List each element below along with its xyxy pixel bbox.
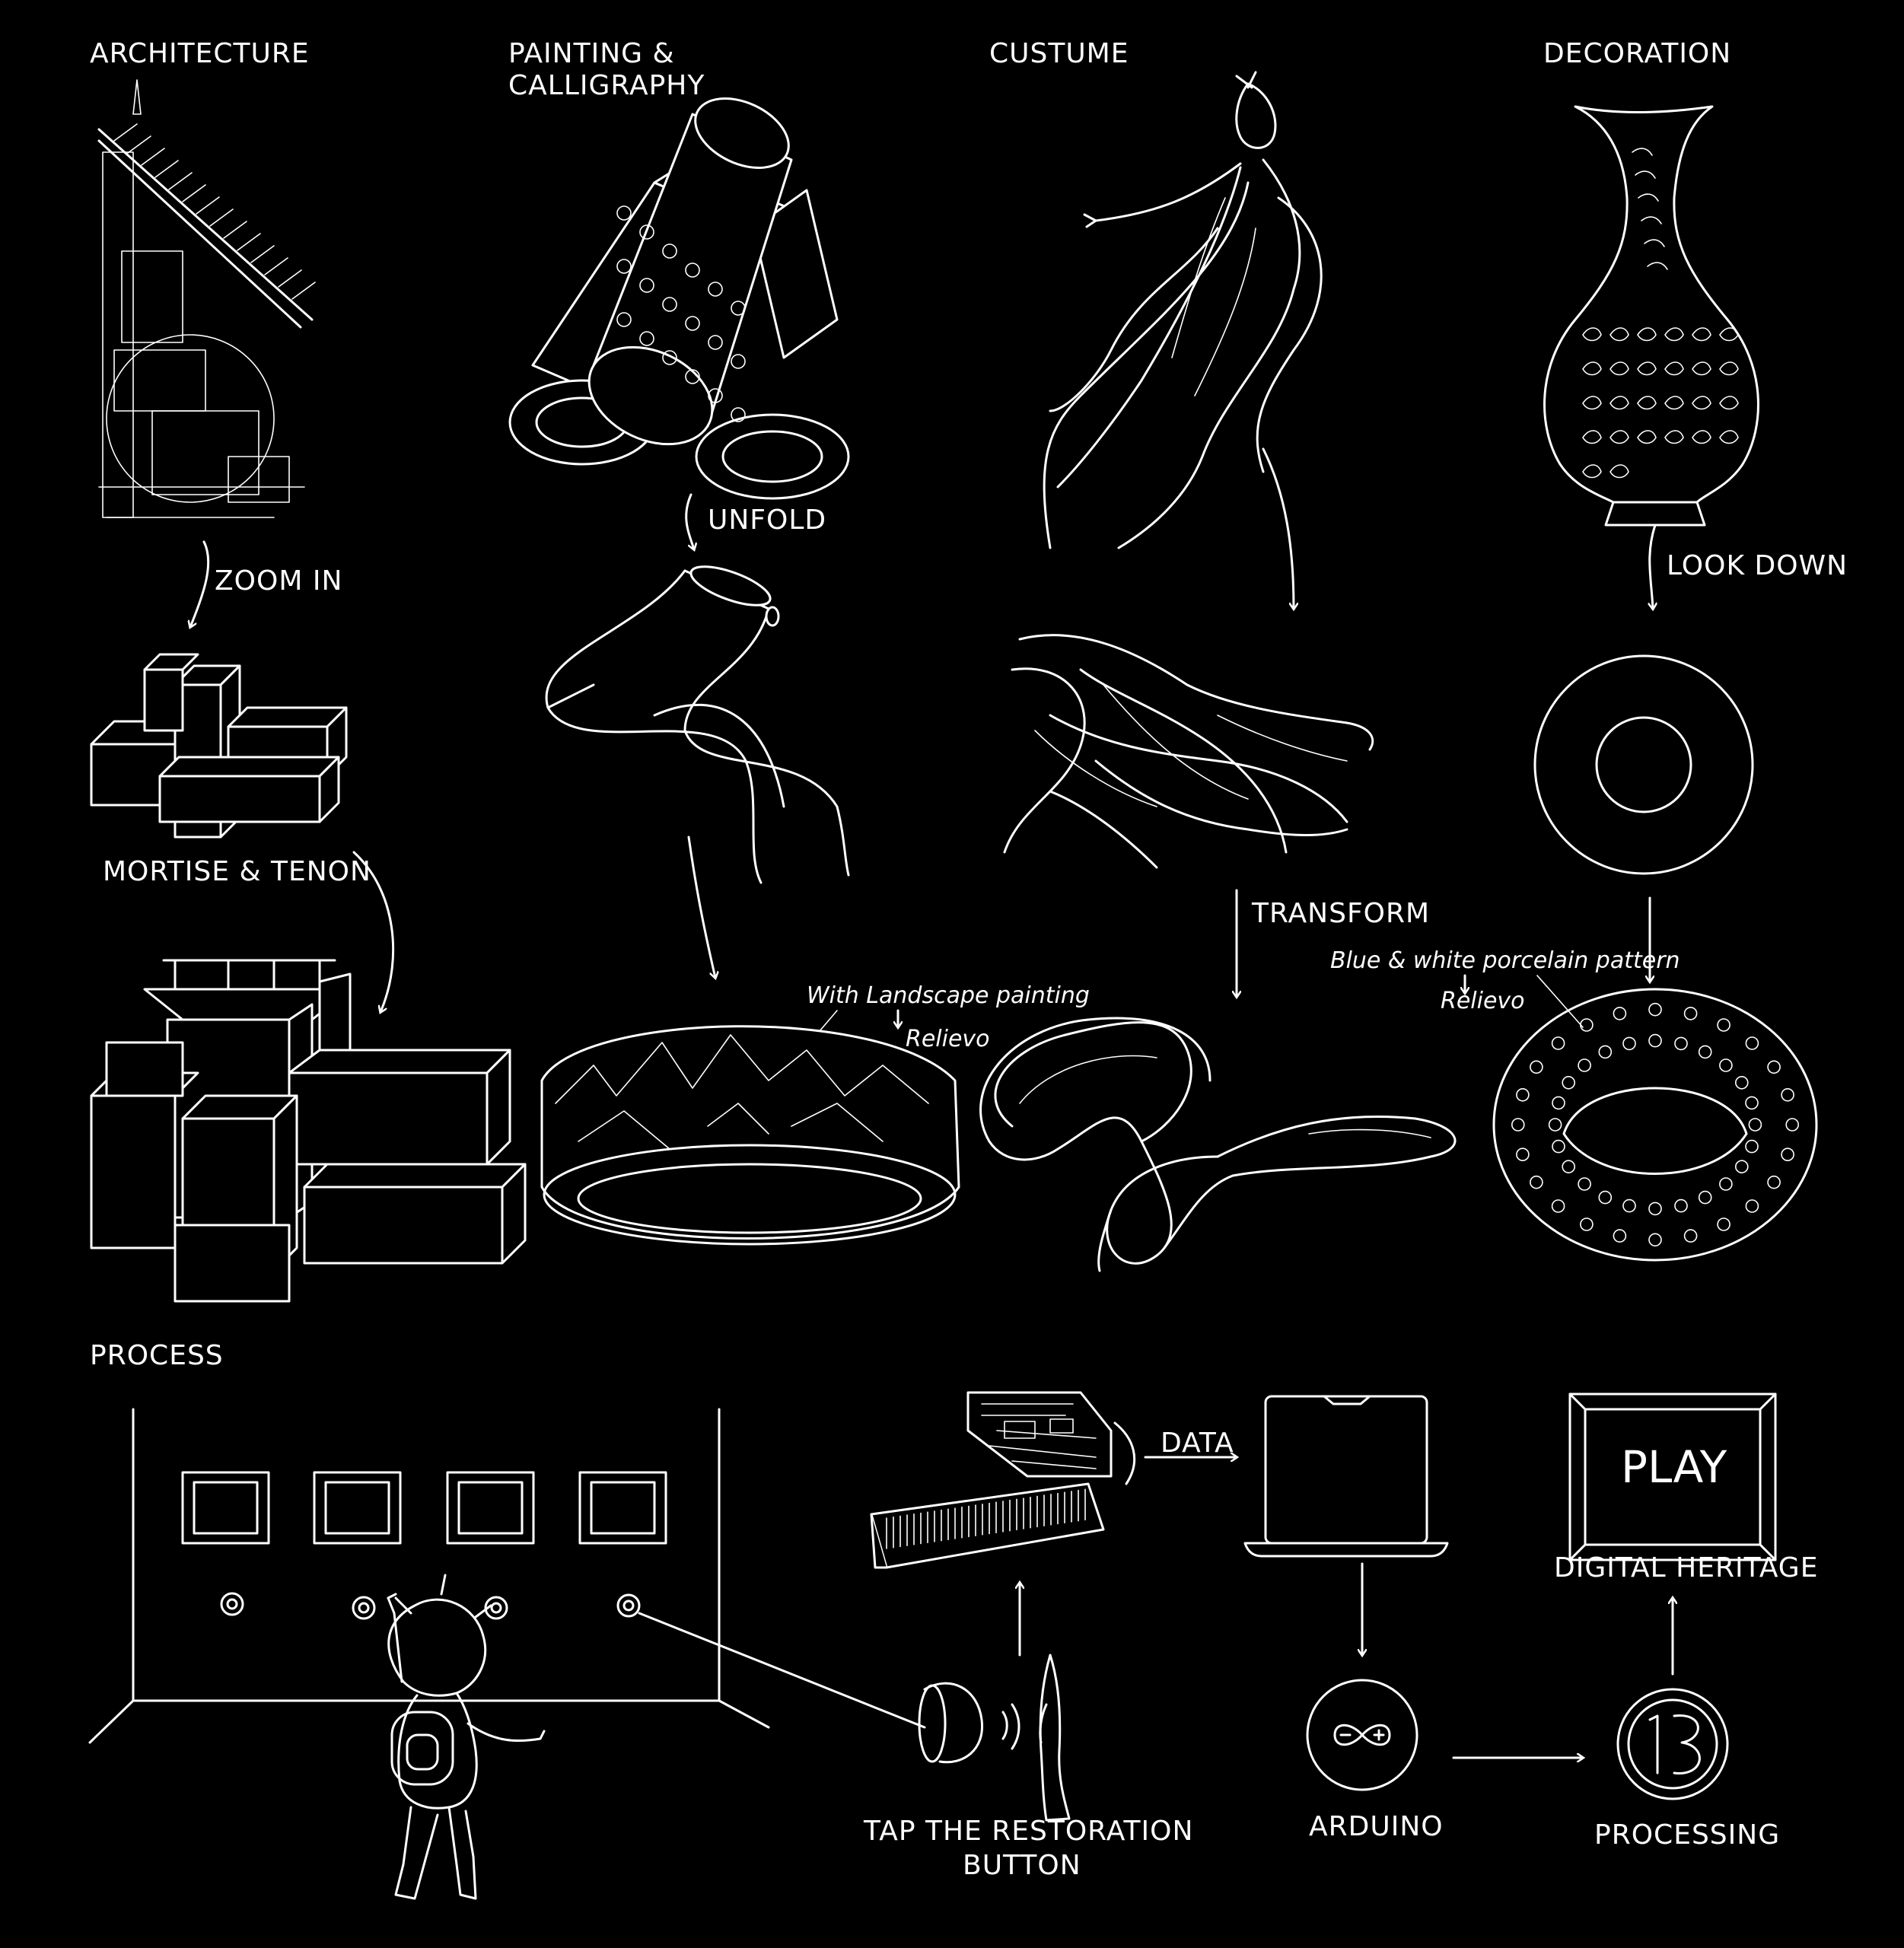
flying-apsara-figure xyxy=(1043,71,1323,549)
flowing-drapery xyxy=(1003,634,1374,869)
transform-label: TRANSFORM xyxy=(1251,898,1430,929)
temple-bracket-sketch xyxy=(97,79,316,518)
unfold-arrow xyxy=(685,493,694,549)
digital-heritage-label: DIGITAL HERITAGE xyxy=(1554,1552,1818,1584)
wall-button-1 xyxy=(220,1592,244,1616)
figure-to-drapery-arrow xyxy=(1262,447,1294,609)
decoration-note-line1: Blue & white porcelain pattern xyxy=(1330,947,1680,974)
ribbon-loop-sculpture xyxy=(979,1017,1457,1272)
zoom-in-arrow xyxy=(190,540,210,627)
laptop-icon xyxy=(1243,1395,1449,1558)
arduino-board-sketch xyxy=(966,1391,1113,1478)
breadboard-sketch xyxy=(870,1482,1105,1569)
child-visitor xyxy=(387,1574,546,1900)
landscape-relievo-dome xyxy=(540,1025,960,1246)
data-label: DATA xyxy=(1161,1428,1234,1459)
painting-title-line1: PAINTING & xyxy=(508,38,675,69)
tapping-hand xyxy=(1039,1654,1071,1822)
unrolled-scroll-ribbon xyxy=(545,565,850,884)
wall-button-4 xyxy=(616,1593,641,1618)
painting-title-line2: CALLIGRAPHY xyxy=(508,70,705,101)
process-title: PROCESS xyxy=(90,1340,224,1371)
board-cable xyxy=(1113,1421,1136,1485)
processing-label: PROCESSING xyxy=(1594,1819,1780,1851)
look-down-arrow xyxy=(1650,524,1655,609)
processing-logo-icon xyxy=(1616,1688,1729,1800)
tap-label-line2: BUTTON xyxy=(963,1850,1081,1881)
exhibition-wall xyxy=(88,1408,926,1744)
wall-button-2 xyxy=(352,1596,376,1620)
painting-note-line1: With Landscape painting xyxy=(807,982,1090,1009)
look-down-label: LOOK DOWN xyxy=(1667,550,1848,581)
wall-frame-1 xyxy=(181,1471,270,1545)
decoration-title: DECORATION xyxy=(1543,38,1731,69)
scroll-to-dome-arrow xyxy=(687,836,715,978)
mortise-tenon-label: MORTISE & TENON xyxy=(103,856,371,887)
wall-frame-3 xyxy=(446,1471,535,1545)
scroll-roll-sketch xyxy=(508,97,850,500)
wall-button-3 xyxy=(484,1596,508,1620)
zoom-in-label: ZOOM IN xyxy=(215,565,342,597)
game-screen-frame xyxy=(1568,1393,1777,1561)
porcelain-torus xyxy=(1492,988,1818,1262)
costume-title: CUSTUME xyxy=(989,38,1129,69)
block-building xyxy=(90,959,527,1303)
arduino-label: ARDUINO xyxy=(1309,1811,1444,1842)
arduino-logo-icon xyxy=(1306,1679,1418,1791)
wall-frame-2 xyxy=(313,1471,402,1545)
unfold-label: UNFOLD xyxy=(708,505,826,536)
mortise-to-building-arrow xyxy=(352,851,395,1012)
play-screen-text: PLAY xyxy=(1621,1441,1727,1493)
restoration-button-half-sphere[interactable] xyxy=(918,1682,1020,1764)
decoration-note-leader xyxy=(1536,975,1584,1028)
ring-top-view xyxy=(1533,654,1754,875)
button-connector-line xyxy=(638,1612,926,1729)
mortise-tenon-blocks xyxy=(90,653,348,839)
architecture-title: ARCHITECTURE xyxy=(90,38,310,69)
tap-label-line1: TAP THE RESTORATION xyxy=(863,1816,1193,1847)
wall-frame-4 xyxy=(578,1471,667,1545)
decoration-note-line2: Relievo xyxy=(1441,988,1525,1014)
porcelain-vase xyxy=(1543,105,1759,527)
painting-note-line2: Relievo xyxy=(906,1026,990,1052)
